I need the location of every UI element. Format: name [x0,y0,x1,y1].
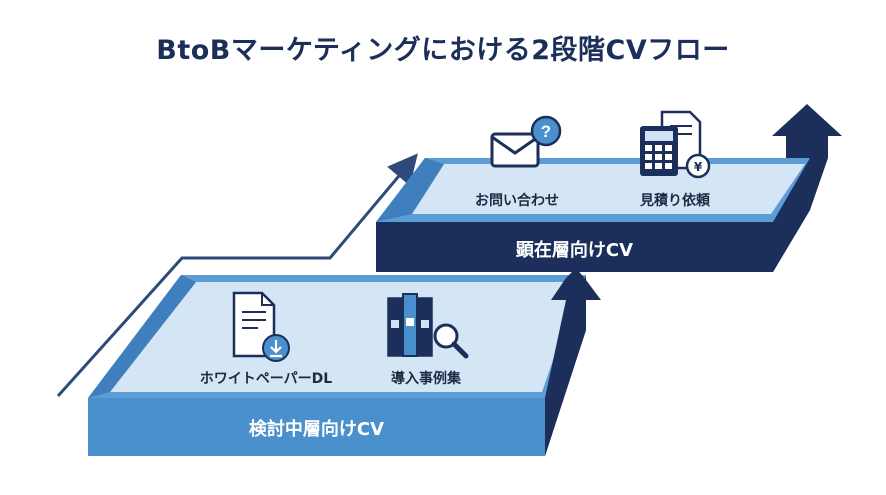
upper-item-label-quote: 見積り依頼 [640,193,710,209]
upper-big-arrow [772,104,842,272]
lower-item-label-case-studies: 導入事例集 [391,371,461,387]
svg-text:¥: ¥ [694,160,703,174]
diagram-title: BtoBマーケティングにおける2段階CVフロー [156,35,730,66]
lower-item-label-whitepaper: ホワイトペーパーDL [199,371,333,387]
upper-step-block [376,104,842,272]
growth-arrow-line [56,153,418,398]
document-download-icon [232,291,290,362]
upper-item-label-inquiry: お問い合わせ [475,193,559,209]
envelope-question-icon: ? [490,115,562,168]
lower-step-block [88,268,601,456]
lower-band-label: 検討中層向けCV [248,419,385,440]
binders-magnifier-icon [387,293,469,359]
svg-text:?: ? [541,122,551,141]
lower-big-arrow [545,268,601,456]
calculator-yen-icon: ¥ [640,110,711,179]
upper-band-label: 顕在層向けCV [515,240,634,261]
